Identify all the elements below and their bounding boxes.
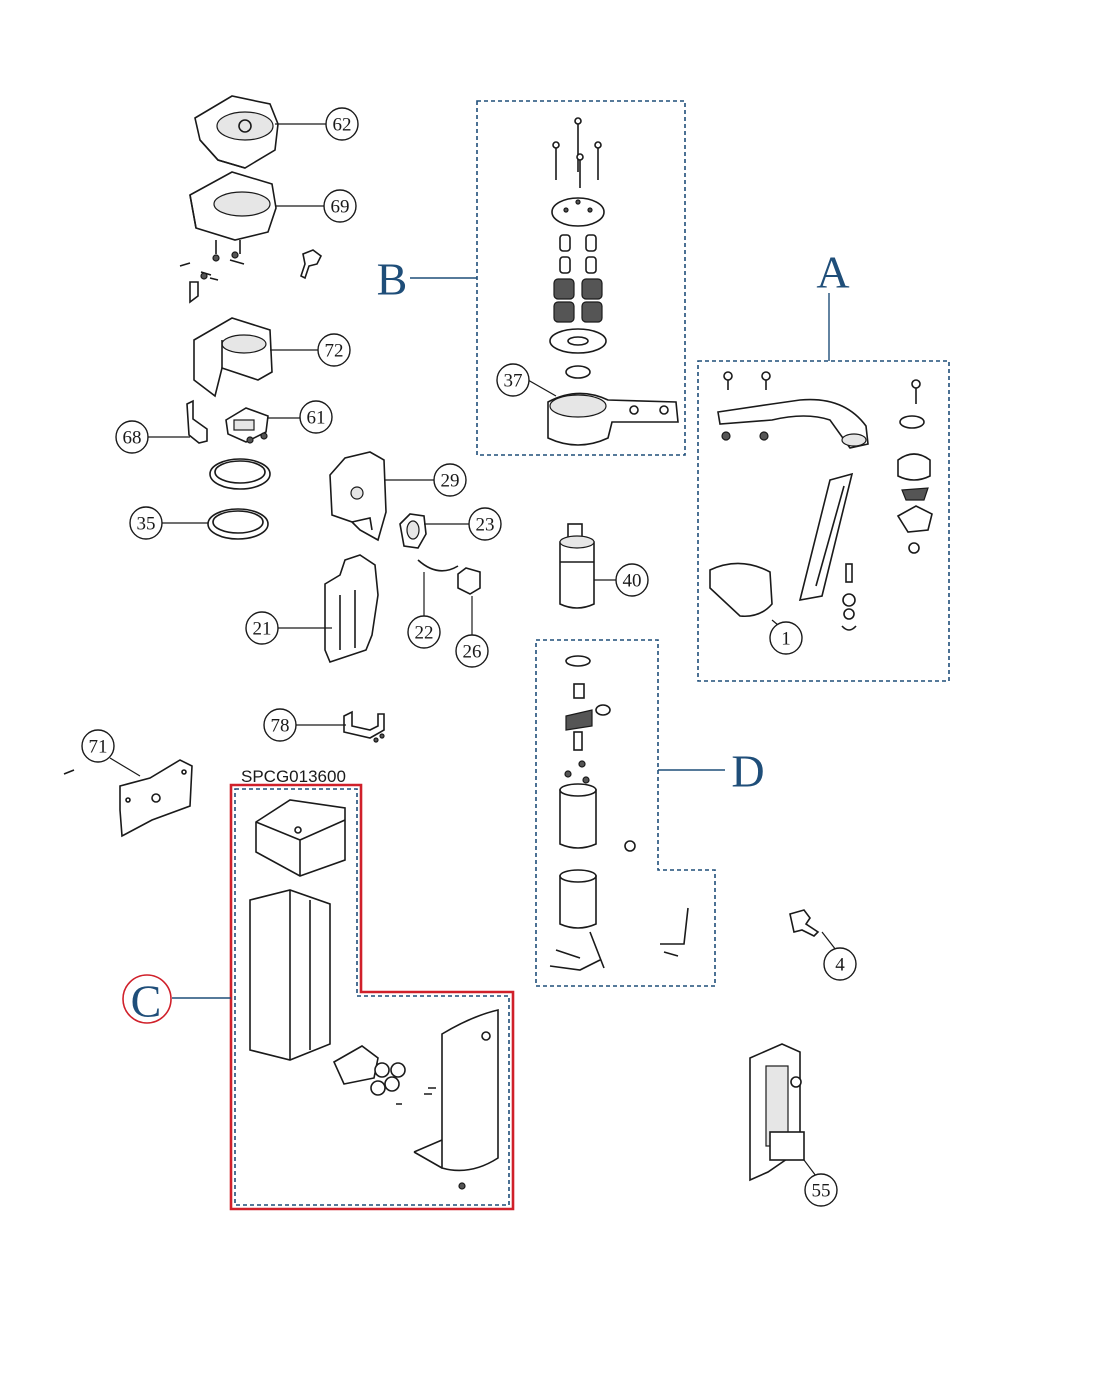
small-screws-cluster-1 [179,240,323,304]
callout-71-label: 71 [89,737,108,758]
callout-72: 72 [317,333,351,367]
group-c-label: C [131,976,162,1027]
group-b-label: B [377,254,408,305]
group-d-motor-kit [549,655,689,971]
callout-37: 37 [496,363,530,397]
group-c-label-ring [122,974,172,1024]
callout-4-label: 4 [835,955,845,976]
part-40-motor [559,523,616,609]
callout-61: 61 [299,400,333,434]
callout-26: 26 [455,634,489,668]
part-61-connector [225,407,300,444]
part-72-bracket-housing [193,317,318,398]
part-55-control-unit [749,1043,817,1182]
callout-29-label: 29 [441,471,460,492]
callout-68-label: 68 [123,428,142,449]
group-c-kit-box [229,783,515,1211]
callout-23: 23 [468,507,502,541]
callout-62: 62 [325,107,359,141]
group-c-kit: SPCG013600 C [122,767,515,1211]
callout-21: 21 [245,611,279,645]
callout-22: 22 [407,615,441,649]
part-26-bracket [457,567,481,636]
callout-61-label: 61 [307,408,326,429]
part-62-top-housing [194,95,326,169]
callout-69: 69 [323,189,357,223]
group-d: D [535,639,765,987]
group-d-label: D [731,746,764,797]
callout-78: 78 [263,708,297,742]
callout-29: 29 [433,463,467,497]
part-71-mounting-plate [63,757,193,838]
group-a-box [697,360,950,682]
part-1-arm-assembly [709,371,933,631]
callout-35-label: 35 [137,514,156,535]
callout-4: 4 [823,947,857,981]
callout-71: 71 [81,729,115,763]
callout-40: 40 [615,563,649,597]
part-23-cap [399,513,470,549]
callout-22-label: 22 [415,623,434,644]
callout-23-label: 23 [476,515,495,536]
part-68-clip [148,399,208,444]
kit-c-parts [249,799,499,1190]
group-d-box [535,639,716,987]
part-35-seal-ring [162,508,269,540]
part-21-column-body [278,554,379,663]
seal-ring-upper [209,458,271,490]
callout-72-label: 72 [325,341,344,362]
callout-37-label: 37 [504,371,523,392]
group-a: A [697,247,950,682]
callout-78-label: 78 [271,716,290,737]
part-69-housing [189,171,324,241]
part-37-gear-arm-assembly [527,117,679,446]
callout-69-label: 69 [331,197,350,218]
callout-62-label: 62 [333,115,352,136]
callout-26-label: 26 [463,642,482,663]
callout-40-label: 40 [623,571,642,592]
callout-55: 55 [804,1173,838,1207]
part-22-clip [417,559,459,620]
callout-1: 1 [769,621,803,655]
callout-35: 35 [129,506,163,540]
kit-part-number: SPCG013600 [241,767,346,786]
group-c-inner-box [234,788,510,1206]
group-a-label: A [816,247,849,298]
part-78-bracket [294,710,385,743]
callout-1-label: 1 [781,629,791,650]
part-4-key [789,909,837,951]
group-b: B [377,100,686,456]
callout-21-label: 21 [253,619,272,640]
part-29-head-casting [329,451,434,542]
callout-55-label: 55 [812,1181,831,1202]
callout-68: 68 [115,420,149,454]
